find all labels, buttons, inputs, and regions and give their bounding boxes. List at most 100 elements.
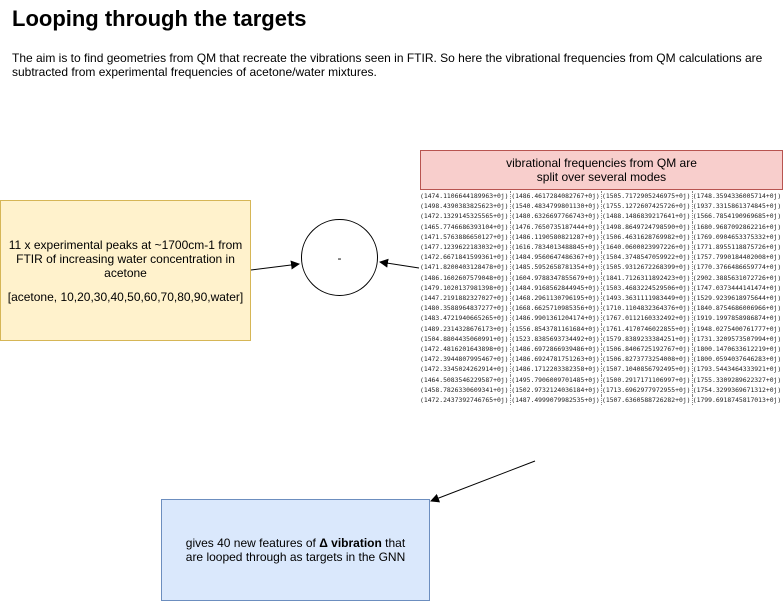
qm-table-cell: (1755.3309289622327+0j) <box>692 375 782 384</box>
qm-table-cell: (1793.5443464333921+0j) <box>692 365 782 374</box>
qm-table-cell: (1747.0373444141474+0j) <box>692 283 782 292</box>
qm-table-row: (1447.2191882327027+0j)(1468.29611307961… <box>420 293 783 304</box>
arrow-table-to-result <box>430 460 536 503</box>
qm-table-row: (1465.7746686393104+0j)(1476.76507351874… <box>420 221 783 232</box>
qm-table-cell: (1800.1470633612219+0j) <box>692 345 782 354</box>
qm-table-cell: (1713.6962977972955+0j) <box>601 384 693 396</box>
qm-table-row: (1464.5083546229587+0j)(1495.79060097014… <box>420 374 783 385</box>
qm-table-cell: (1486.1602607579048+0j) <box>420 272 512 283</box>
qm-table-cell: (1841.7126311892423+0j) <box>601 272 693 283</box>
qm-table-cell: (1471.5763886650127+0j) <box>420 231 512 243</box>
qm-table-cell: (1506.4631628769982+0j) <box>601 231 693 243</box>
qm-table-cell: (1472.2437392746765+0j) <box>420 395 512 406</box>
qm-table-cell: (1487.4999079982535+0j) <box>510 395 602 406</box>
qm-table-cell: (1757.7990184402008+0j) <box>692 253 782 262</box>
qm-table-cell: (1769.0904653375332+0j) <box>692 232 782 241</box>
qm-table-cell: (1604.9788347855679+0j) <box>510 272 602 283</box>
delta-vibration-term: Δ vibration <box>319 536 382 550</box>
qm-table-cell: (1486.1190580821287+0j) <box>510 231 602 243</box>
result-text-pre: gives 40 new features of <box>185 536 320 550</box>
qm-table-row: (1471.8200403128478+0j)(1485.59526587813… <box>420 262 783 273</box>
qm-table-cell: (1503.4683224529506+0j) <box>601 282 693 294</box>
qm-table-cell: (1755.1272607425726+0j) <box>601 201 693 212</box>
qm-table-cell: (1668.6625710985356+0j) <box>510 303 602 314</box>
qm-table-cell: (1486.9901361204174+0j) <box>510 313 602 324</box>
qm-frequencies-header-box[interactable]: vibrational frequencies from QM are spli… <box>420 150 783 190</box>
qm-table-cell: (1472.6671841599361+0j) <box>420 252 512 263</box>
subtract-operator-node[interactable]: - <box>301 219 378 296</box>
delta-vibration-result-box[interactable]: gives 40 new features of Δ vibration tha… <box>161 499 430 601</box>
qm-table-cell: (1507.1040856792495+0j) <box>601 364 693 375</box>
qm-table-cell: (1500.2917171106997+0j) <box>601 374 693 385</box>
qm-table-cell: (1710.1104832364376+0j) <box>601 303 693 314</box>
qm-table-cell: (1493.3631111983449+0j) <box>601 293 693 304</box>
qm-table-row: (1471.5763886650127+0j)(1486.11905808212… <box>420 231 783 243</box>
qm-table-row: (1472.2437392746765+0j)(1487.49990799825… <box>420 395 783 406</box>
qm-table-cell: (1540.4834799801130+0j) <box>510 201 602 212</box>
qm-table-cell: (1731.3209573507994+0j) <box>692 334 782 343</box>
qm-table-row: (1472.3345024262914+0j)(1486.17122033823… <box>420 364 783 375</box>
experimental-peaks-description: 11 x experimental peaks at ~1700cm-1 fro… <box>8 237 243 280</box>
qm-table-cell: (1767.0112160332492+0j) <box>601 313 693 324</box>
qm-frequency-table-image: (1474.1106644189963+0j)(1486.46172840827… <box>420 191 783 461</box>
qm-table-cell: (1480.3588964837277+0j) <box>420 303 512 314</box>
qm-table-cell: (1840.8754686006966+0j) <box>692 304 782 313</box>
qm-table-row: (1486.1602607579048+0j)(1604.97883478556… <box>420 272 783 283</box>
intro-paragraph: The aim is to find geometries from QM th… <box>12 51 763 79</box>
qm-table-row: (1479.1020137981398+0j)(1484.91685628449… <box>420 282 783 294</box>
qm-table-cell: (1465.7746686393104+0j) <box>420 221 512 232</box>
qm-table-cell: (1640.0600023997226+0j) <box>601 242 693 253</box>
qm-table-cell: (1484.9560647486367+0j) <box>510 252 602 263</box>
qm-frequency-table: (1474.1106644189963+0j)(1486.46172840827… <box>420 191 783 406</box>
qm-table-cell: (1498.8649724798590+0j) <box>601 221 693 232</box>
arrow-table-to-subtract <box>379 258 420 269</box>
qm-table-cell: (1479.1020137981398+0j) <box>420 282 512 294</box>
qm-table-cell: (1489.2314328676173+0j) <box>420 323 512 334</box>
experimental-peaks-concentrations: [acetone, 10,20,30,40,50,60,70,80,90,wat… <box>7 289 244 304</box>
qm-table-cell: (1506.8273773254008+0j) <box>601 354 693 365</box>
qm-table-cell: (1504.8804435060991+0j) <box>420 333 512 345</box>
qm-table-cell: (1480.6326697766743+0j) <box>510 211 602 222</box>
qm-table-cell: (1800.0594037646283+0j) <box>692 355 782 364</box>
qm-table-cell: (1507.6360588726282+0j) <box>601 395 693 406</box>
qm-table-cell: (1476.7650735187444+0j) <box>510 221 602 232</box>
page-title: Looping through the targets <box>12 6 307 31</box>
qm-table-cell: (1505.7172905246975+0j) <box>601 191 693 202</box>
qm-table-row: (1472.6671841599361+0j)(1484.95606474863… <box>420 252 783 263</box>
qm-table-cell: (1937.3315861374845+0j) <box>692 202 782 211</box>
qm-table-cell: (1464.5083546229587+0j) <box>420 374 512 385</box>
qm-table-row: (1474.1106644189963+0j)(1486.46172840827… <box>420 191 783 202</box>
qm-header-line-1: vibrational frequencies from QM are <box>506 156 697 170</box>
qm-table-cell: (1468.2961130796195+0j) <box>510 293 602 304</box>
qm-table-cell: (1680.9687092862216+0j) <box>692 222 782 231</box>
qm-table-cell: (1484.9168562844945+0j) <box>510 282 602 294</box>
qm-table-cell: (1919.1997858986874+0j) <box>692 314 782 323</box>
qm-table-cell: (1472.1329145325565+0j) <box>420 211 512 222</box>
arrow-experimental-to-subtract <box>250 260 300 271</box>
qm-table-cell: (1502.9732124036184+0j) <box>510 384 602 396</box>
qm-header-line-2: split over several modes <box>536 170 667 184</box>
qm-table-cell: (1523.8385693734492+0j) <box>510 333 602 345</box>
qm-table-row: (1504.8804435060991+0j)(1523.83856937344… <box>420 333 783 345</box>
qm-table-cell: (1472.3944807995467+0j) <box>420 354 512 365</box>
qm-table-cell: (1471.8200403128478+0j) <box>420 262 512 273</box>
qm-table-row: (1458.7826330609341+0j)(1502.97321240361… <box>420 384 783 396</box>
qm-table-cell: (1506.8406725192767+0j) <box>601 344 693 355</box>
qm-table-cell: (1472.3345024262914+0j) <box>420 364 512 375</box>
qm-table-row: (1489.2314328676173+0j)(1556.85437811616… <box>420 323 783 334</box>
qm-table-cell: (1458.7826330609341+0j) <box>420 384 512 396</box>
experimental-peaks-box[interactable]: 11 x experimental peaks at ~1700cm-1 fro… <box>0 200 251 341</box>
qm-table-cell: (1505.9312672268399+0j) <box>601 262 693 273</box>
qm-table-cell: (1579.8389233384251+0j) <box>601 333 693 345</box>
qm-table-cell: (1486.1712203382358+0j) <box>510 364 602 375</box>
qm-table-row: (1472.1329145325565+0j)(1480.63266977667… <box>420 211 783 222</box>
qm-table-cell: (1754.3299369671312+0j) <box>692 385 782 394</box>
qm-table-cell: (1485.5952658781354+0j) <box>510 262 602 273</box>
qm-table-cell: (1477.1239622183032+0j) <box>420 242 512 253</box>
qm-table-cell: (1761.4170746022855+0j) <box>601 323 693 334</box>
qm-table-row: (1472.3944807995467+0j)(1486.69247817512… <box>420 354 783 365</box>
result-description: gives 40 new features of Δ vibration tha… <box>176 536 416 564</box>
qm-table-row: (1477.1239622183032+0j)(1616.78340134888… <box>420 242 783 253</box>
qm-table-cell: (1556.8543781161684+0j) <box>510 323 602 334</box>
